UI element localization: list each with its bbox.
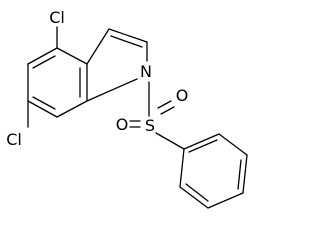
- bond-s-o-right-b: [160, 106, 175, 115]
- bond-ph5-ph6: [179, 186, 209, 209]
- molecule-diagram: Cl Cl N S O O: [6, 8, 248, 209]
- bond-c4-c5-inner: [32, 55, 56, 69]
- bond-c3a-c3: [86, 28, 110, 65]
- atom-label-o-right: O: [176, 86, 189, 105]
- bond-ph6-ph1: [179, 148, 185, 188]
- bond-ph4-ph5: [207, 192, 244, 209]
- bond-c3-c2: [108, 28, 148, 43]
- bond-ph1-ph2: [183, 133, 220, 150]
- bond-ph3-ph4-inner: [237, 159, 242, 190]
- bond-c6-c7-inner: [32, 96, 56, 110]
- atom-label-s: S: [145, 116, 155, 135]
- bond-ph3-ph4: [242, 154, 248, 194]
- bond-n1-c7a: [86, 78, 138, 102]
- atom-label-o-left: O: [116, 115, 129, 134]
- atom-label-n: N: [140, 62, 152, 81]
- atom-label-cl-top: Cl: [49, 8, 65, 27]
- bond-c6-c7: [27, 100, 58, 118]
- bond-c7-c7a: [56, 100, 88, 118]
- bond-ph5-ph6-inner: [185, 183, 209, 202]
- bond-c4-c5: [27, 47, 58, 65]
- bond-c3-c2-inner: [110, 35, 143, 48]
- structure-canvas: Cl Cl N S O O: [6, 8, 248, 209]
- bond-c3a-c4: [56, 47, 88, 65]
- bond-ph1-ph2-inner: [188, 139, 218, 153]
- atom-label-cl-bottom: Cl: [6, 130, 22, 149]
- bond-s-o-right-a: [157, 100, 172, 109]
- bond-s-phenyl: [155, 132, 185, 150]
- bond-ph2-ph3: [218, 133, 248, 156]
